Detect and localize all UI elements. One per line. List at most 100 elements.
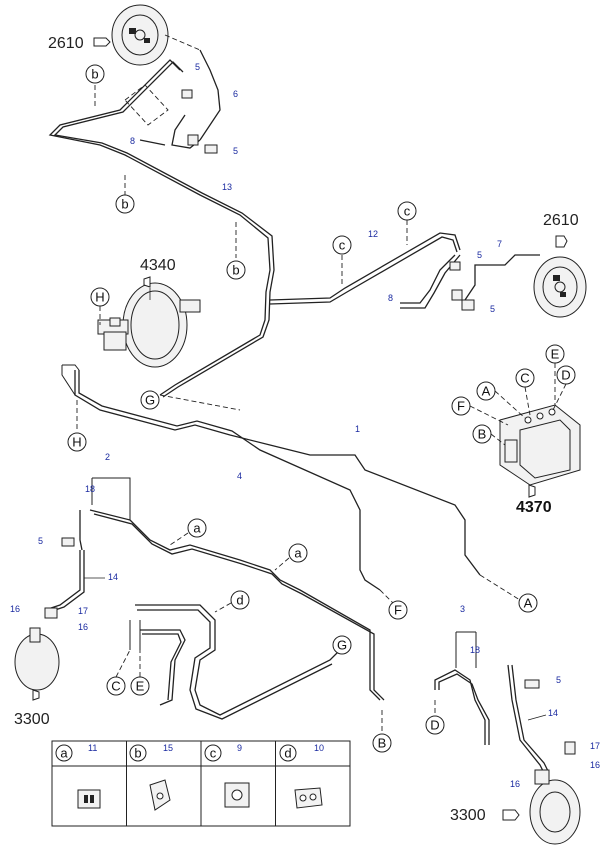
svg-text:11: 11: [88, 743, 97, 753]
svg-text:E: E: [551, 347, 560, 362]
circle-E-1: E: [545, 344, 565, 364]
part-5-e: 5: [38, 536, 43, 546]
svg-text:b: b: [91, 67, 98, 82]
circle-F-1: F: [388, 600, 408, 620]
pipe-4: [78, 370, 381, 591]
part-17-b: 17: [590, 741, 600, 751]
legend-cell-d: d 10: [279, 743, 324, 809]
svg-text:B: B: [478, 427, 487, 442]
part-3: 3: [460, 604, 465, 614]
svg-text:d: d: [236, 593, 243, 608]
circle-D-1: D: [556, 365, 576, 385]
part-17-a: 17: [78, 606, 88, 616]
part-16-d: 16: [510, 779, 520, 789]
svg-text:C: C: [520, 371, 529, 386]
legend-cell-b: b 15: [129, 743, 173, 811]
ref-2610-top: 2610: [48, 35, 84, 52]
circle-D-2: D: [425, 715, 445, 735]
circle-c-2: c: [397, 201, 417, 221]
svg-text:b: b: [134, 746, 141, 761]
part-5-f: 5: [556, 675, 561, 685]
ref-4370: 4370: [516, 499, 552, 516]
svg-text:H: H: [95, 290, 104, 305]
abs-hydraulic-unit: [499, 404, 581, 486]
svg-text:D: D: [430, 718, 439, 733]
svg-text:B: B: [378, 736, 387, 751]
front-right-disc: [529, 769, 581, 845]
circle-b-2: b: [115, 194, 135, 214]
svg-text:c: c: [210, 746, 217, 761]
svg-text:E: E: [136, 679, 145, 694]
svg-text:d: d: [284, 746, 291, 761]
ref-3300-left: 3300: [14, 711, 50, 728]
pipe-1: [74, 370, 481, 576]
svg-text:F: F: [457, 399, 465, 414]
double-clip-icon: [294, 787, 323, 809]
part-14-b: 14: [548, 708, 558, 718]
rear-left-backing-plate: [111, 4, 169, 66]
part-16-b: 16: [78, 622, 88, 632]
part-7: 7: [497, 239, 502, 249]
part-14-a: 14: [108, 572, 118, 582]
part-6: 6: [233, 89, 238, 99]
svg-text:c: c: [404, 204, 411, 219]
clip-icon: [77, 789, 101, 809]
part-18-a: 18: [85, 484, 95, 494]
svg-text:A: A: [482, 384, 491, 399]
svg-text:a: a: [193, 521, 201, 536]
circle-A-2: A: [476, 381, 496, 401]
circle-A-1: A: [518, 593, 538, 613]
pointer-hand-icon: [93, 37, 111, 47]
ref-3300-right: 3300: [450, 807, 486, 824]
svg-text:a: a: [294, 546, 302, 561]
pipe-12: [269, 232, 461, 301]
ref-4340: 4340: [140, 257, 176, 274]
circle-B-2: B: [372, 733, 392, 753]
circle-C-2: C: [106, 676, 126, 696]
circle-G-2: G: [332, 635, 352, 655]
circle-C-1: C: [515, 368, 535, 388]
svg-text:10: 10: [314, 743, 324, 753]
front-left-dust-cover: [14, 627, 60, 691]
ref-2610-right: 2610: [543, 212, 579, 229]
svg-text:F: F: [394, 603, 402, 618]
svg-text:D: D: [561, 368, 570, 383]
part-8-a: 8: [130, 136, 135, 146]
legend-table: a 11 b 15 c 9 d 10: [51, 740, 351, 827]
svg-text:a: a: [60, 746, 68, 761]
svg-text:C: C: [111, 679, 120, 694]
svg-text:H: H: [72, 435, 81, 450]
circle-F-2: F: [451, 396, 471, 416]
circle-E-2: E: [130, 676, 150, 696]
part-12: 12: [368, 229, 378, 239]
svg-text:A: A: [524, 596, 533, 611]
part-16-a: 16: [10, 604, 20, 614]
part-16-c: 16: [590, 760, 600, 770]
legend-cell-c: c 9: [204, 743, 250, 808]
part-13: 13: [222, 182, 232, 192]
svg-text:G: G: [337, 638, 347, 653]
circle-a-1: a: [187, 518, 207, 538]
part-18-b: 18: [470, 645, 480, 655]
circle-B-1: B: [472, 424, 492, 444]
svg-text:15: 15: [163, 743, 173, 753]
circle-b-3: b: [226, 260, 246, 280]
circle-G-1: G: [140, 390, 160, 410]
part-4: 4: [237, 471, 242, 481]
circle-d-1: d: [230, 590, 250, 610]
part-1: 1: [355, 424, 360, 434]
svg-text:c: c: [339, 238, 346, 253]
part-5-c: 5: [477, 250, 482, 260]
part-2: 2: [105, 452, 110, 462]
pipe-13: [48, 59, 271, 396]
svg-text:b: b: [232, 263, 239, 278]
part-8-b: 8: [388, 293, 393, 303]
svg-text:9: 9: [237, 743, 242, 753]
svg-text:G: G: [145, 393, 155, 408]
brake-booster: [97, 282, 201, 368]
part-5-a: 5: [195, 62, 200, 72]
circle-H-1: H: [90, 287, 110, 307]
circle-H-2: H: [67, 432, 87, 452]
dashed-area: [124, 84, 169, 126]
